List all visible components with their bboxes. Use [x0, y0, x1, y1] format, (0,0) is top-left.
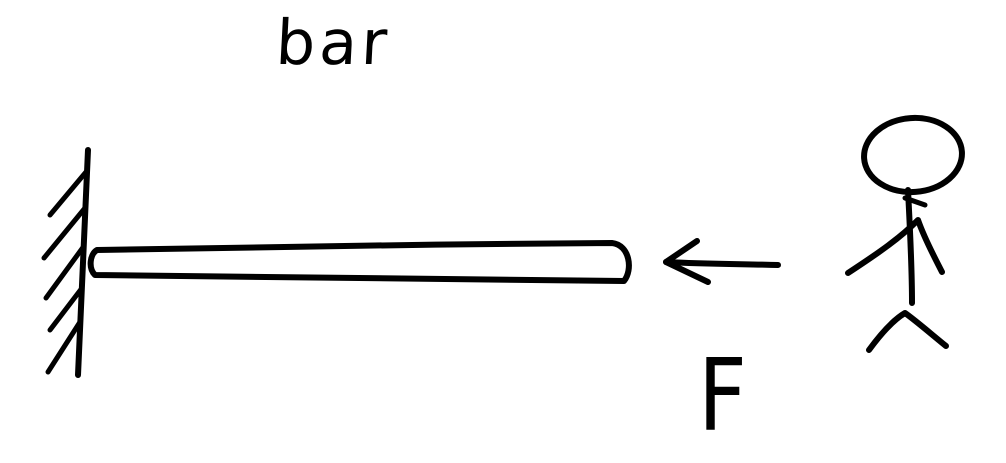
wall-hatch [45, 319, 83, 375]
force-arrow [663, 238, 781, 285]
bar-label: bar [274, 6, 393, 79]
stick-figure-legs [866, 310, 949, 353]
stick-figure-arms [845, 217, 945, 276]
arrow-head [663, 238, 711, 285]
bar [87, 240, 632, 284]
wall-line [75, 147, 91, 378]
arrow-shaft [663, 259, 781, 268]
stick-figure-head [861, 114, 965, 196]
stick-figure [845, 114, 965, 353]
fixed-wall [41, 147, 91, 378]
wall-hatch [47, 285, 85, 333]
wall-hatch [43, 243, 87, 301]
wall-hatch [47, 169, 89, 218]
stick-figure-neck-mark [902, 195, 928, 208]
stick-figure-body [905, 187, 915, 306]
wall-hatch [41, 205, 88, 261]
force-label: F [698, 337, 747, 454]
